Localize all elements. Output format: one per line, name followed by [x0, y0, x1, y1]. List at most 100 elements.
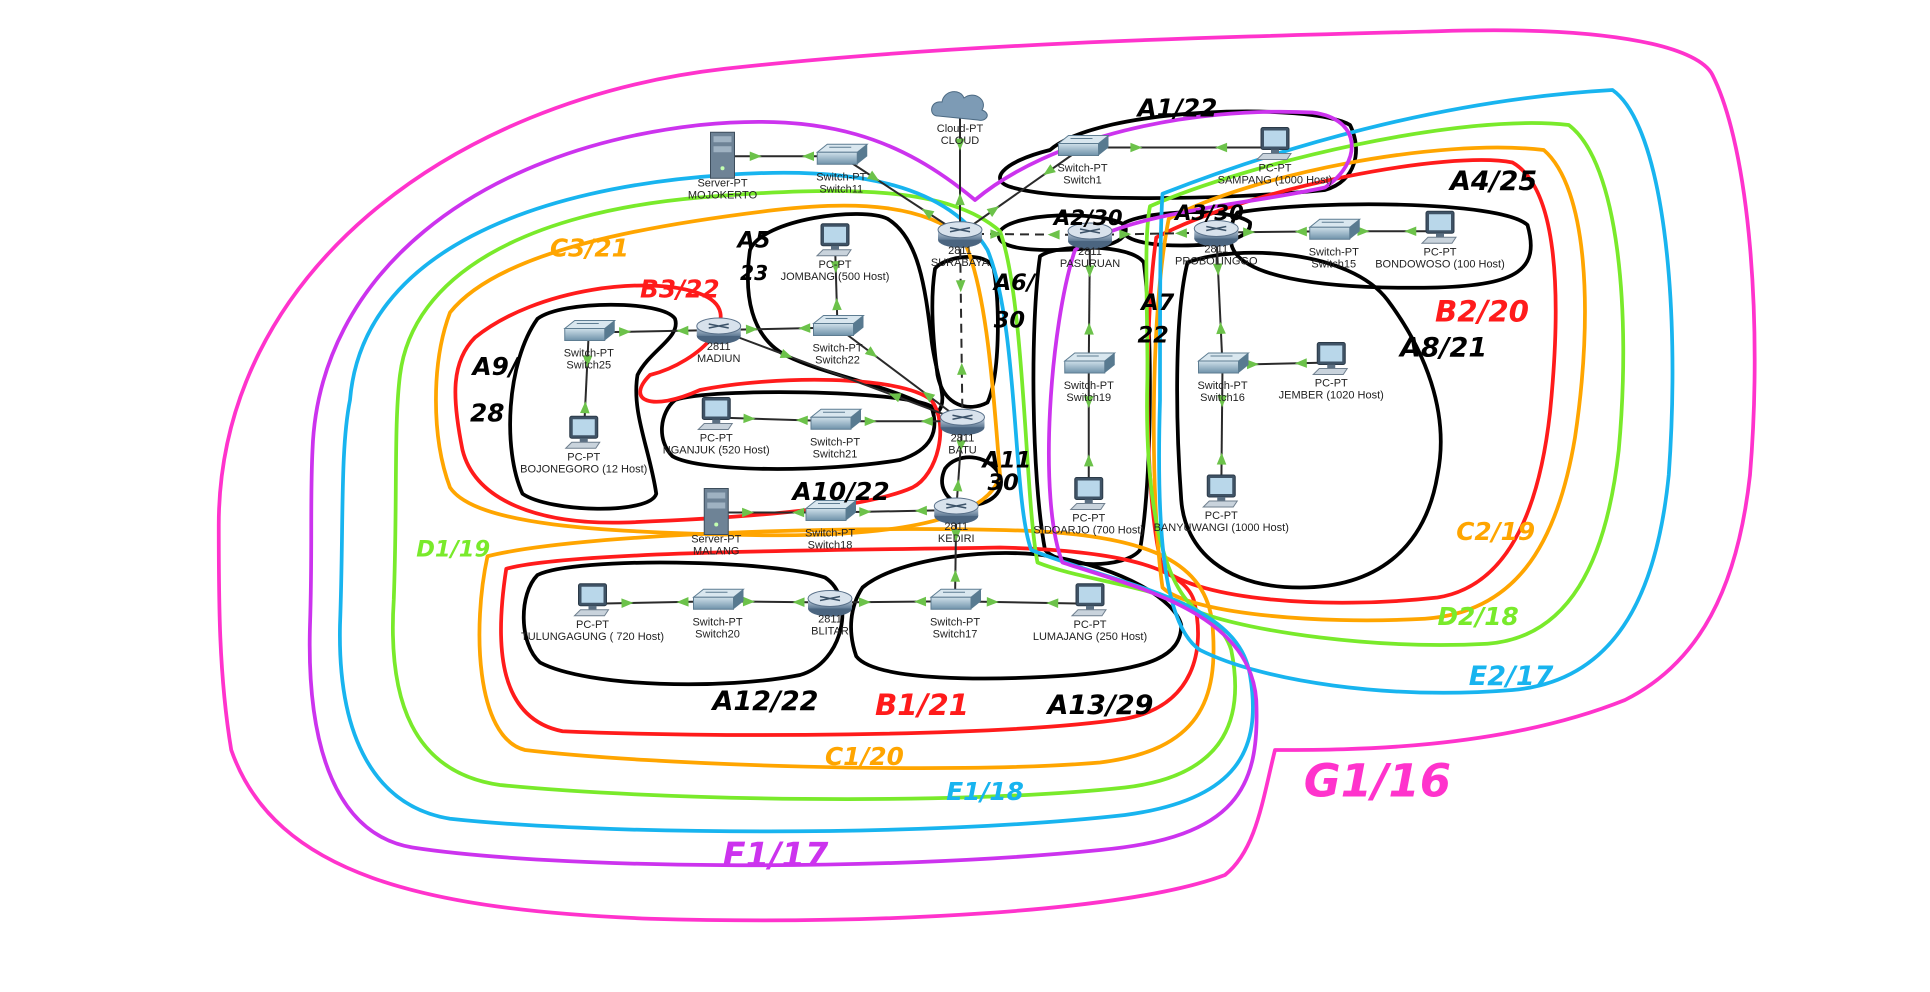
pc-icon — [1312, 342, 1349, 375]
switch-icon — [1197, 352, 1250, 374]
annotation-b3: B3/22 — [640, 275, 720, 304]
router-icon — [937, 221, 983, 248]
loop-b1 — [499, 545, 1200, 737]
annotation-f1: F1/17 — [723, 835, 829, 874]
annotation-a1: A1/22 — [1136, 93, 1218, 122]
port-arrow-icon — [956, 439, 966, 453]
annotation-a7b: 22 — [1138, 323, 1169, 349]
switch-icon — [809, 408, 863, 430]
annotation-a4: A4/25 — [1448, 166, 1537, 197]
link-sw_mojokerto-r_surabaya — [840, 155, 961, 235]
port-arrow-icon — [798, 323, 811, 333]
pc-icon — [1255, 127, 1292, 160]
port-arrow-icon — [914, 596, 927, 607]
switch-icon — [929, 588, 983, 610]
port-arrow-icon — [743, 413, 756, 424]
annotation-d2: D2/18 — [1438, 602, 1519, 631]
device-type-label: Switch-PT — [810, 436, 860, 448]
pc-icon — [564, 415, 601, 449]
device-type-label: 2811 — [1204, 244, 1228, 256]
device-name-label: Switch17 — [933, 628, 978, 640]
link-r_kediri-sw_lumajang — [954, 509, 958, 602]
port-arrow-icon — [864, 346, 878, 358]
device-type-label: Cloud-PT — [937, 123, 984, 135]
port-arrow-icon — [745, 324, 758, 335]
port-arrow-icon — [832, 298, 842, 311]
device-type-label: 2811 — [1078, 246, 1102, 258]
port-arrow-icon — [955, 193, 965, 206]
annotation-c3: C3/21 — [550, 233, 629, 262]
port-arrow-icon — [950, 569, 961, 582]
port-arrow-icon — [619, 327, 632, 337]
router-icon — [1193, 220, 1239, 247]
device-name-label: Switch22 — [815, 355, 860, 367]
port-arrow-icon — [1084, 265, 1095, 278]
device-type-label: Switch-PT — [1064, 380, 1114, 392]
device-name-label: MADIUN — [697, 353, 740, 365]
device-name-label: Switch21 — [813, 448, 858, 460]
port-arrow-icon — [1294, 358, 1307, 368]
device-name-label: KEDIRI — [938, 533, 975, 545]
annotation-a2: A2/30 — [1052, 206, 1123, 231]
port-arrow-icon — [792, 597, 805, 608]
device-type-label: Server-PT — [697, 177, 747, 189]
annotation-a5b: 23 — [740, 261, 768, 285]
loop-a13 — [849, 551, 1184, 681]
device-type-label: PC-PT — [567, 451, 600, 463]
annotation-a7a: A7 — [1139, 290, 1174, 316]
port-arrow-icon — [1246, 359, 1259, 370]
device-name-label: SAMPANG (1000 Host) — [1218, 175, 1333, 187]
port-arrow-icon — [742, 596, 755, 607]
port-arrow-icon — [955, 138, 965, 151]
device-type-label: PC-PT — [1315, 378, 1348, 390]
port-arrow-icon — [920, 416, 933, 427]
loop-a4 — [1229, 202, 1533, 290]
port-arrow-icon — [582, 355, 593, 368]
annotation-a8: A8/21 — [1398, 332, 1487, 363]
port-arrow-icon — [859, 507, 872, 517]
device-type-label: PC-PT — [1424, 246, 1457, 258]
loop-c1 — [477, 527, 1216, 771]
port-arrow-icon — [676, 597, 689, 607]
device-name-label: SURABAYA — [931, 257, 990, 269]
port-arrow-icon — [1216, 321, 1226, 335]
device-name-label: Switch19 — [1066, 392, 1111, 404]
device-name-label: Switch20 — [695, 628, 740, 640]
port-arrow-icon — [1046, 598, 1059, 608]
device-name-label: BATU — [948, 444, 977, 456]
port-arrow-icon — [1216, 452, 1227, 465]
device-type-label: Switch-PT — [1057, 163, 1107, 175]
